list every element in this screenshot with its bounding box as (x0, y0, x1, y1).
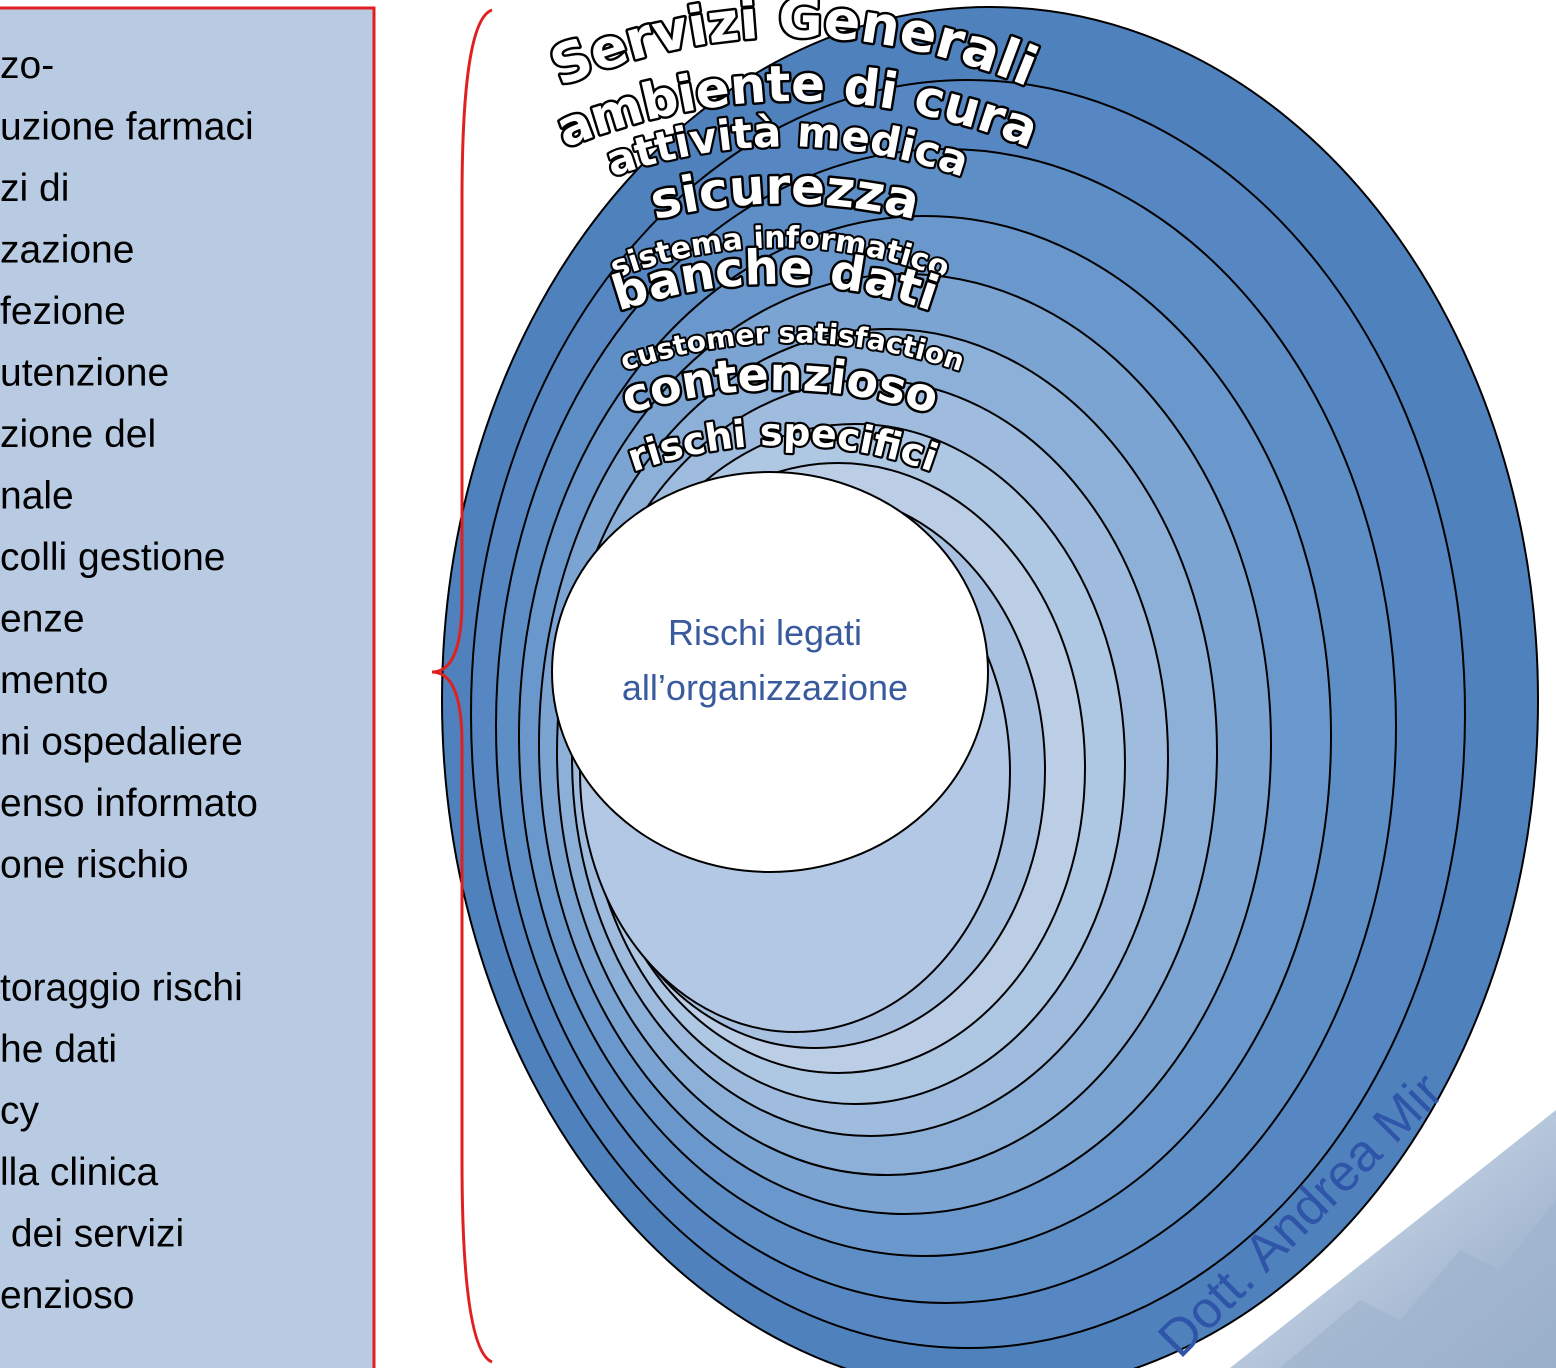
list-item: enzioso (0, 1274, 134, 1317)
list-item: zazione (0, 229, 134, 272)
center-line-2: all’organizzazione (622, 667, 908, 708)
corner-photo (1230, 1110, 1556, 1368)
risk-rings (441, 6, 1539, 1368)
list-item: dei servizi (0, 1213, 184, 1256)
ring-label-3: sicurezza (645, 157, 925, 231)
list-item: lla clinica (0, 1151, 159, 1194)
list-item: he dati (0, 1028, 117, 1071)
list-item: cy (0, 1090, 40, 1133)
list-item: ni ospedaliere (0, 721, 243, 764)
center-caption: Rischi legati all’organizzazione (622, 612, 908, 708)
curly-brace (431, 8, 493, 1364)
list-item: zione del (0, 413, 156, 456)
list-lines: zo-uzione farmaci zi di zazione fezione uten… (0, 44, 258, 1317)
list-item: mento (0, 659, 108, 702)
list-item: fezione (0, 290, 126, 333)
center-line-1: Rischi legati (668, 612, 862, 653)
list-item: utenzione (0, 352, 169, 395)
list-item: one rischio (0, 844, 189, 887)
list-item: zi di (0, 167, 69, 210)
list-item: uzione farmaci (0, 106, 254, 149)
list-item: colli gestione (0, 536, 225, 579)
panel-background (0, 6, 376, 1368)
list-item: enze (0, 598, 85, 641)
list-item: zo- (0, 44, 54, 87)
list-item: enso informato (0, 782, 258, 825)
risk-list-panel: zo-uzione farmaci zi di zazione fezione uten… (0, 6, 376, 1368)
list-item: nale (0, 475, 74, 518)
list-item: toraggio rischi (0, 967, 243, 1010)
center-ellipse (551, 471, 989, 873)
